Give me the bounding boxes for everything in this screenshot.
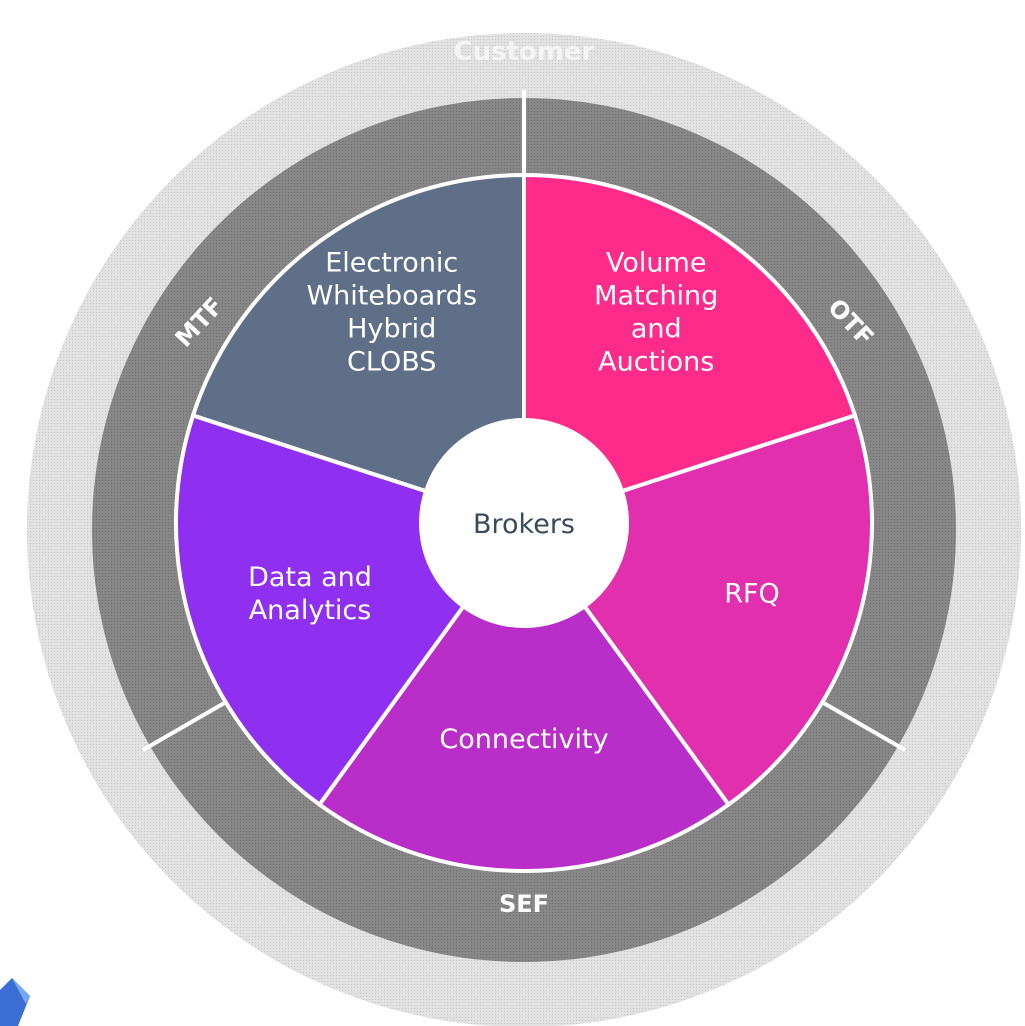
segment-volume-matching xyxy=(522,172,858,526)
segment-label-connectivity: Connectivity xyxy=(439,724,608,755)
segment-label-rfq: RFQ xyxy=(724,579,780,610)
segment-label-line: Electronic xyxy=(325,247,458,278)
venue-ring-dividers xyxy=(141,90,907,752)
segment-label-line: and xyxy=(631,313,682,344)
segment-label-line: Connectivity xyxy=(439,724,608,755)
hub-label: Brokers xyxy=(473,509,575,540)
segment-label-line: Volume xyxy=(606,247,706,278)
brokers-hub xyxy=(419,418,629,628)
segment-label-line: Auctions xyxy=(598,346,714,377)
segment-label-line: RFQ xyxy=(724,579,780,610)
customer-label: Customer xyxy=(454,37,595,67)
segment-label-line: Data and xyxy=(248,562,372,593)
segment-label-line: Whiteboards xyxy=(306,280,477,311)
segment-label-line: Analytics xyxy=(249,595,372,626)
ring-divider xyxy=(822,701,907,752)
ring-label-sef: SEF xyxy=(499,890,549,918)
pie-segments xyxy=(174,172,874,873)
segment-connectivity xyxy=(316,519,732,873)
segment-label-line: Matching xyxy=(594,280,718,311)
segment-label-line: CLOBS xyxy=(347,346,436,377)
segment-label-line: Hybrid xyxy=(347,313,436,344)
corner-logo-icon xyxy=(0,978,30,1026)
ring-divider xyxy=(141,701,226,752)
segment-electronic-whiteboards xyxy=(190,172,526,526)
